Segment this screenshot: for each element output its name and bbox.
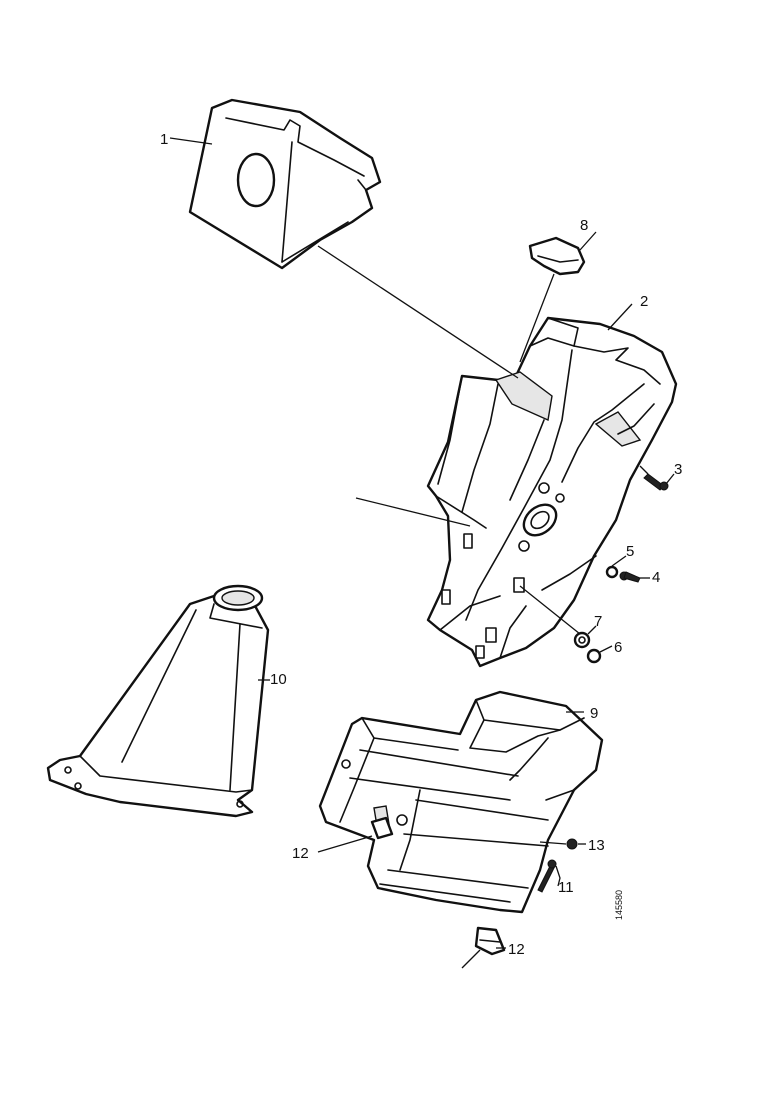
part-2-center-console [426, 303, 678, 668]
assembly-leader-right-lower [519, 585, 581, 635]
callout-10: 10 [270, 671, 287, 688]
part-10-lever-boot [46, 584, 270, 818]
callout-12-lower: 12 [508, 941, 525, 958]
part-3-screw [639, 465, 675, 491]
callout-2: 2 [640, 293, 648, 310]
callout-1: 1 [160, 131, 168, 148]
part-8-cap [528, 231, 597, 276]
part-9-lower-tray [318, 690, 604, 914]
assembly-leader-1-to-2 [317, 245, 519, 379]
callout-3: 3 [674, 461, 682, 478]
callout-4: 4 [652, 569, 660, 586]
callout-9: 9 [590, 705, 598, 722]
part-12-clip-lower [461, 926, 506, 969]
assembly-leader-left [355, 497, 471, 527]
callout-6: 6 [614, 639, 622, 656]
assembly-leader-8-to-2 [519, 273, 555, 363]
part-12-clip-upper [317, 816, 394, 853]
callout-8: 8 [580, 217, 588, 234]
part-1-upper-cover [169, 98, 382, 270]
part-13-bolt [539, 838, 586, 850]
callout-7: 7 [594, 613, 602, 630]
part-11-screw [537, 859, 561, 893]
drawing-code: 145580 [614, 890, 624, 920]
callout-12-upper: 12 [292, 845, 309, 862]
callout-11: 11 [558, 879, 574, 896]
part-6-7-nut-washer [573, 625, 613, 664]
part-4-5-bolt-washer [605, 555, 650, 583]
callout-13: 13 [588, 837, 605, 854]
callout-5: 5 [626, 543, 634, 560]
